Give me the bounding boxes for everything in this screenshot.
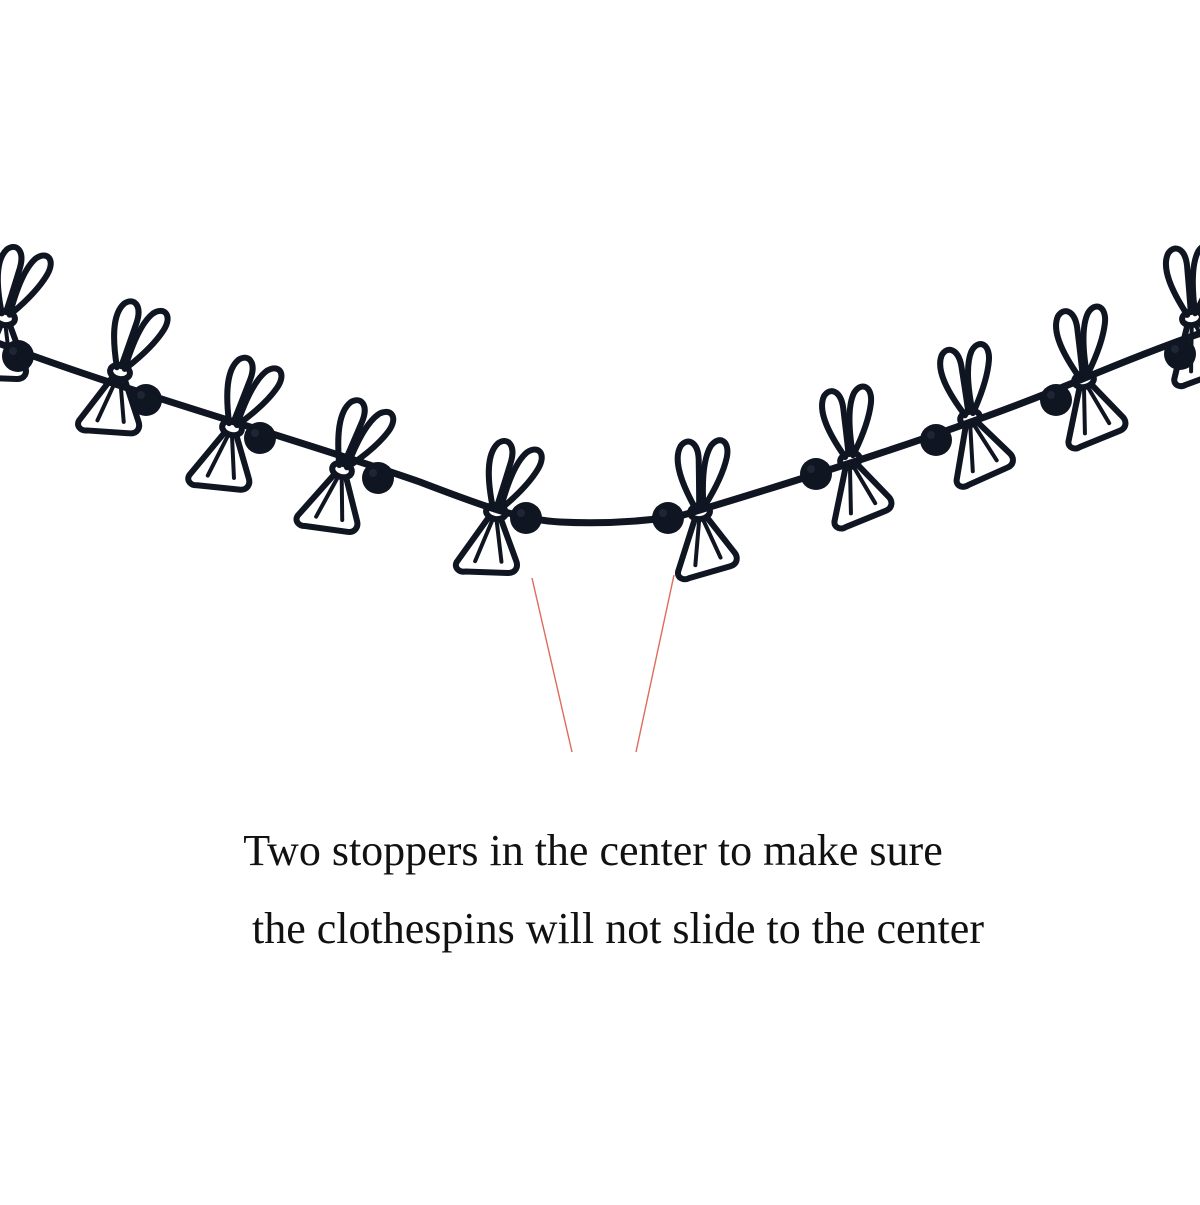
bead-highlight xyxy=(659,509,667,517)
clothespin-icon xyxy=(937,341,1016,490)
bead-highlight xyxy=(1171,345,1179,353)
caption: Two stoppers in the center to make sure … xyxy=(0,812,1200,968)
rope-cord xyxy=(0,329,1200,527)
clothespins xyxy=(0,242,1200,583)
clothespin-icon xyxy=(75,298,171,437)
clothespin-icon xyxy=(1053,303,1129,452)
clothespin-icon xyxy=(185,354,285,493)
bead-highlight xyxy=(1047,391,1055,399)
stopper-bead-icon xyxy=(652,502,684,534)
clothespin-icon xyxy=(452,438,545,576)
bead-highlight xyxy=(927,431,935,439)
pointer-line-icon xyxy=(635,574,675,753)
bead-highlight xyxy=(517,509,525,517)
bead-highlight xyxy=(251,429,259,437)
pointer-lines xyxy=(531,574,675,753)
rope xyxy=(0,329,1200,527)
clothespin-icon xyxy=(819,383,895,532)
stopper-beads xyxy=(2,338,1196,534)
stopper-bead-icon xyxy=(1164,338,1196,370)
bead-highlight xyxy=(807,465,815,473)
stopper-bead-icon xyxy=(510,502,542,534)
stopper-bead-icon xyxy=(130,384,162,416)
stopper-bead-icon xyxy=(920,424,952,456)
clothespin-icon xyxy=(674,437,740,583)
caption-line-1: Two stoppers in the center to make sure xyxy=(243,826,943,875)
caption-line-2: the clothespins will not slide to the ce… xyxy=(252,904,984,953)
stopper-bead-icon xyxy=(2,340,34,372)
bead-highlight xyxy=(137,391,145,399)
stopper-bead-icon xyxy=(362,462,394,494)
bead-highlight xyxy=(369,469,377,477)
stopper-bead-icon xyxy=(244,422,276,454)
stopper-bead-icon xyxy=(800,458,832,490)
stopper-bead-icon xyxy=(1040,384,1072,416)
clothespin-icon xyxy=(293,397,397,535)
pointer-line-icon xyxy=(531,577,573,753)
bead-highlight xyxy=(9,347,17,355)
